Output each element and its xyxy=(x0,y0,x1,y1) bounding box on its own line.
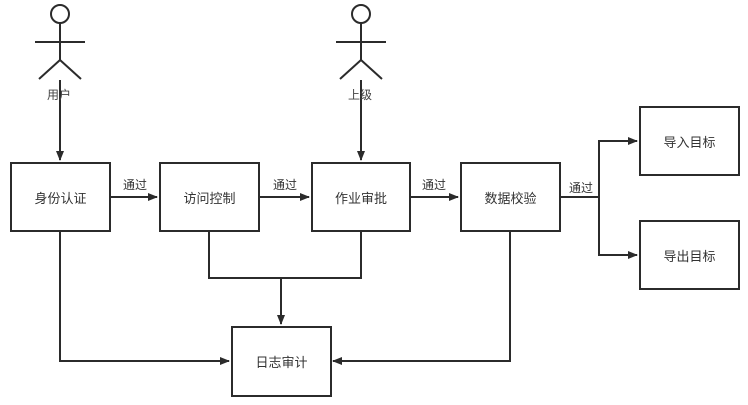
node-import-label: 导入目标 xyxy=(663,135,716,151)
edge-access-audit xyxy=(208,231,362,279)
edge-validate-import xyxy=(598,137,638,197)
node-auth[interactable]: 身份认证 xyxy=(10,162,111,232)
node-validate-label: 数据校验 xyxy=(484,191,537,207)
node-export-label: 导出目标 xyxy=(663,249,716,265)
edge-validate-export xyxy=(598,197,638,259)
node-access[interactable]: 访问控制 xyxy=(159,162,260,232)
node-export[interactable]: 导出目标 xyxy=(639,220,740,290)
edge-validate-audit xyxy=(332,231,511,365)
node-auth-label: 身份认证 xyxy=(34,191,87,207)
actor-user-icon xyxy=(35,4,85,80)
actor-user-label: 用户 xyxy=(47,88,72,102)
node-approval-label: 作业审批 xyxy=(334,191,387,207)
node-audit[interactable]: 日志审计 xyxy=(231,326,332,397)
edge-label-access-approval: 通过 xyxy=(273,178,298,192)
edge-auth-audit xyxy=(59,231,230,365)
edge-label-validate-targets: 通过 xyxy=(569,181,594,195)
node-access-label: 访问控制 xyxy=(183,191,236,207)
node-approval[interactable]: 作业审批 xyxy=(311,162,411,232)
node-import[interactable]: 导入目标 xyxy=(639,106,740,176)
edge-label-approval-validate: 通过 xyxy=(422,178,447,192)
node-audit-label: 日志审计 xyxy=(255,356,308,371)
node-validate[interactable]: 数据校验 xyxy=(460,162,561,232)
actor-superior-icon xyxy=(336,4,386,80)
actor-superior-label: 上级 xyxy=(348,88,373,102)
edge-label-auth-access: 通过 xyxy=(123,178,148,192)
